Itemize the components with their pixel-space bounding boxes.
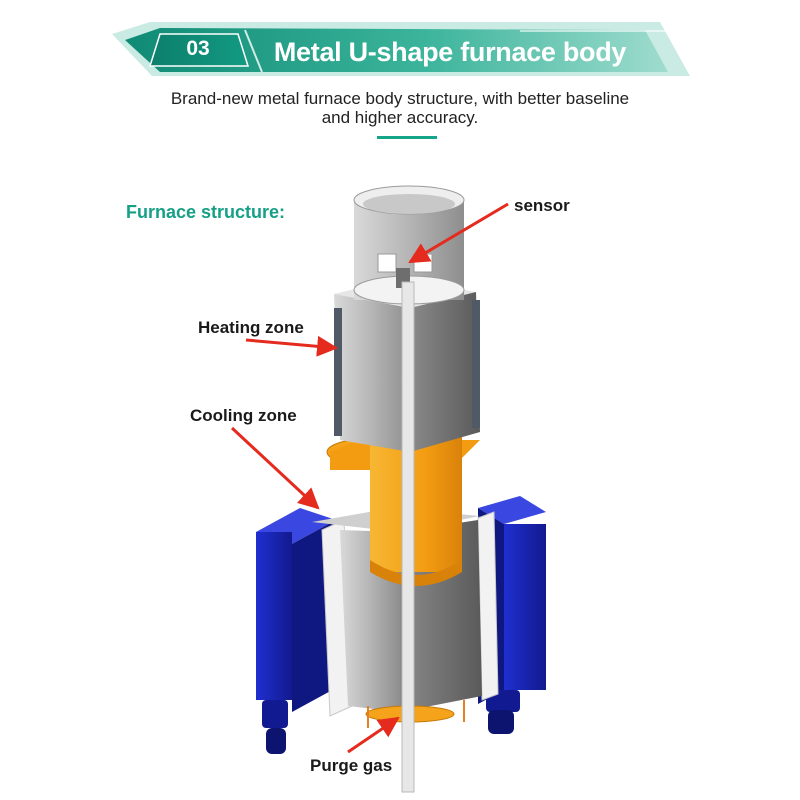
cooling-zone-arrow [230, 426, 320, 510]
purge-gas-arrow [347, 716, 400, 754]
central-tube [401, 281, 415, 793]
furnace-structure-label: Furnace structure: [126, 202, 286, 222]
subtitle-line-2: and higher accuracy. [321, 108, 479, 127]
page-title: Metal U-shape furnace body [273, 37, 627, 67]
sensor-label: sensor [514, 196, 570, 215]
banner-main-shape [125, 28, 668, 72]
purge-gas-label: Purge gas [310, 756, 393, 775]
sensor-arrow [408, 202, 509, 264]
section-number: 03 [186, 37, 210, 60]
title-underline [377, 136, 437, 139]
subtitle-line-1: Brand-new metal furnace body structure, … [170, 89, 630, 108]
heating-zone-label: Heating zone [198, 318, 304, 337]
cooling-zone-label: Cooling zone [190, 406, 297, 425]
heating-zone-arrow [245, 335, 339, 357]
subtitle: Brand-new metal furnace body structure, … [100, 89, 700, 127]
number-badge [148, 33, 250, 67]
header-banner [112, 22, 690, 76]
